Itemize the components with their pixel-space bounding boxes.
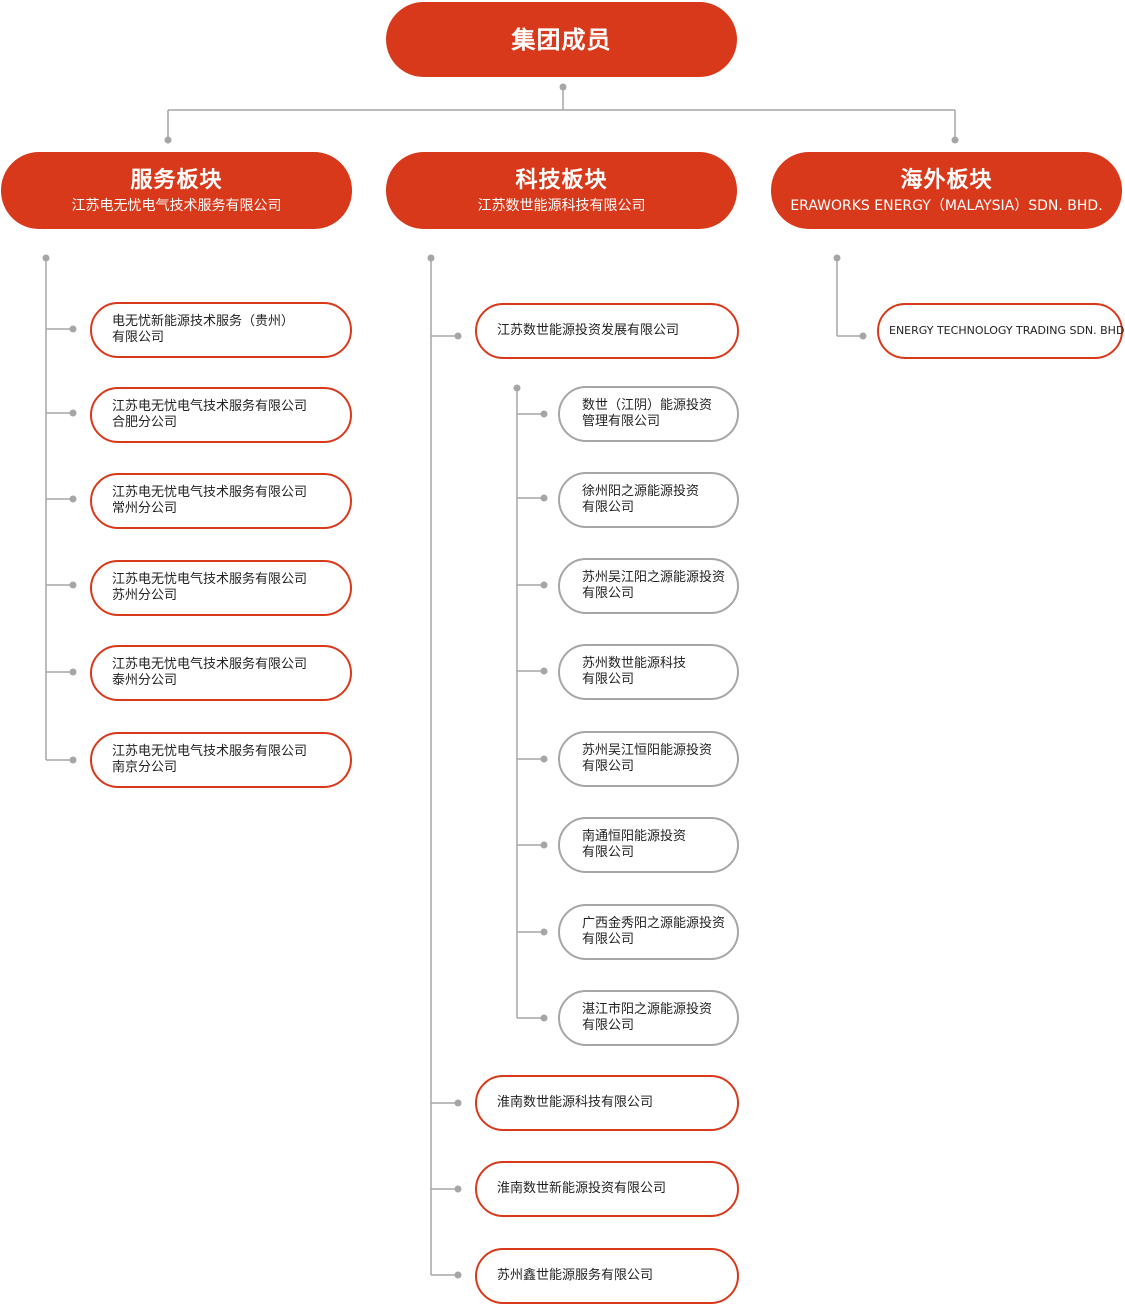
tech-sub-child-2: 徐州阳之源能源投资 有限公司	[558, 472, 739, 528]
service-child-3: 江苏电无忧电气技术服务有限公司 常州分公司	[90, 473, 352, 529]
tech-sub-child-8: 湛江市阳之源能源投资 有限公司	[558, 990, 739, 1046]
connector-dot-18	[69, 668, 77, 676]
connector-dot-14	[69, 495, 77, 503]
connector-dot-12	[69, 409, 77, 417]
connector-dot-6	[951, 136, 959, 144]
connector-dot-10	[69, 325, 77, 333]
connector-dot-20	[69, 756, 77, 764]
connector-dot-40	[540, 667, 548, 675]
connector-dot-46	[540, 928, 548, 936]
service-child-4: 江苏电无忧电气技术服务有限公司 苏州分公司	[90, 560, 352, 616]
tech-sub-child-3: 苏州吴江阳之源能源投资 有限公司	[558, 558, 739, 614]
connector-dot-48	[540, 1014, 548, 1022]
service-child-2: 江苏电无忧电气技术服务有限公司 合肥分公司	[90, 387, 352, 443]
segment-title: 服务板块	[130, 167, 223, 193]
root-node: 集团成员	[386, 2, 737, 77]
node-label: 苏州数世能源科技 有限公司	[582, 656, 687, 687]
node-label: 江苏电无忧电气技术服务有限公司 苏州分公司	[112, 572, 308, 603]
service-child-1: 电无忧新能源技术服务（贵州） 有限公司	[90, 302, 352, 358]
tech-child-1: 江苏数世能源投资发展有限公司	[475, 303, 739, 359]
tech-sub-child-5: 苏州吴江恒阳能源投资 有限公司	[558, 731, 739, 787]
node-label: 苏州鑫世能源服务有限公司	[497, 1268, 654, 1283]
node-label: ENERGY TECHNOLOGY TRADING SDN. BHD.	[889, 324, 1125, 337]
tech-child-3: 淮南数世新能源投资有限公司	[475, 1161, 739, 1217]
connector-dot-44	[540, 841, 548, 849]
tech-sub-child-6: 南通恒阳能源投资 有限公司	[558, 817, 739, 873]
connector-dot-30	[454, 1271, 462, 1279]
node-label: 江苏电无忧电气技术服务有限公司 常州分公司	[112, 485, 308, 516]
tech-child-4: 苏州鑫世能源服务有限公司	[475, 1248, 739, 1304]
node-label: 苏州吴江阳之源能源投资 有限公司	[582, 570, 726, 601]
segment-service: 服务板块 江苏电无忧电气技术服务有限公司	[1, 152, 352, 229]
connector-dot-38	[540, 581, 548, 589]
service-child-5: 江苏电无忧电气技术服务有限公司 泰州分公司	[90, 645, 352, 701]
connector-dot-36	[540, 494, 548, 502]
tech-sub-child-4: 苏州数世能源科技 有限公司	[558, 644, 739, 700]
tech-sub-child-7: 广西金秀阳之源能源投资 有限公司	[558, 904, 739, 960]
segment-overseas: 海外板块 ERAWORKS ENERGY（MALAYSIA）SDN. BHD.	[771, 152, 1122, 229]
tech-sub-child-1: 数世（江阴）能源投资 管理有限公司	[558, 386, 739, 442]
overseas-child-1: ENERGY TECHNOLOGY TRADING SDN. BHD.	[877, 303, 1125, 359]
connector-dot-24	[454, 332, 462, 340]
node-label: 淮南数世能源科技有限公司	[497, 1095, 654, 1110]
connector-dot-52	[859, 332, 867, 340]
node-label: 江苏电无忧电气技术服务有限公司 泰州分公司	[112, 657, 308, 688]
node-label: 江苏电无忧电气技术服务有限公司 南京分公司	[112, 744, 308, 775]
node-label: 湛江市阳之源能源投资 有限公司	[582, 1002, 713, 1033]
segment-subtitle: 江苏数世能源科技有限公司	[477, 197, 646, 214]
connector-dot-42	[540, 755, 548, 763]
connector-dot-16	[69, 581, 77, 589]
root-title: 集团成员	[511, 25, 612, 54]
connector-dot-28	[454, 1185, 462, 1193]
node-label: 徐州阳之源能源投资 有限公司	[582, 484, 700, 515]
connector-dot-34	[540, 410, 548, 418]
node-label: 南通恒阳能源投资 有限公司	[582, 829, 687, 860]
segment-subtitle: ERAWORKS ENERGY（MALAYSIA）SDN. BHD.	[790, 197, 1103, 214]
node-label: 江苏数世能源投资发展有限公司	[497, 323, 680, 338]
tech-child-2: 淮南数世能源科技有限公司	[475, 1075, 739, 1131]
node-label: 广西金秀阳之源能源投资 有限公司	[582, 916, 726, 947]
node-label: 苏州吴江恒阳能源投资 有限公司	[582, 743, 713, 774]
segment-subtitle: 江苏电无忧电气技术服务有限公司	[71, 197, 282, 214]
segment-title: 海外板块	[900, 167, 993, 193]
connector-dot-26	[454, 1099, 462, 1107]
node-label: 电无忧新能源技术服务（贵州） 有限公司	[112, 314, 295, 345]
segment-title: 科技板块	[515, 167, 608, 193]
segment-tech: 科技板块 江苏数世能源科技有限公司	[386, 152, 737, 229]
node-label: 淮南数世新能源投资有限公司	[497, 1181, 667, 1196]
service-child-6: 江苏电无忧电气技术服务有限公司 南京分公司	[90, 732, 352, 788]
node-label: 江苏电无忧电气技术服务有限公司 合肥分公司	[112, 399, 308, 430]
node-label: 数世（江阴）能源投资 管理有限公司	[582, 398, 713, 429]
connector-dot-4	[164, 136, 172, 144]
